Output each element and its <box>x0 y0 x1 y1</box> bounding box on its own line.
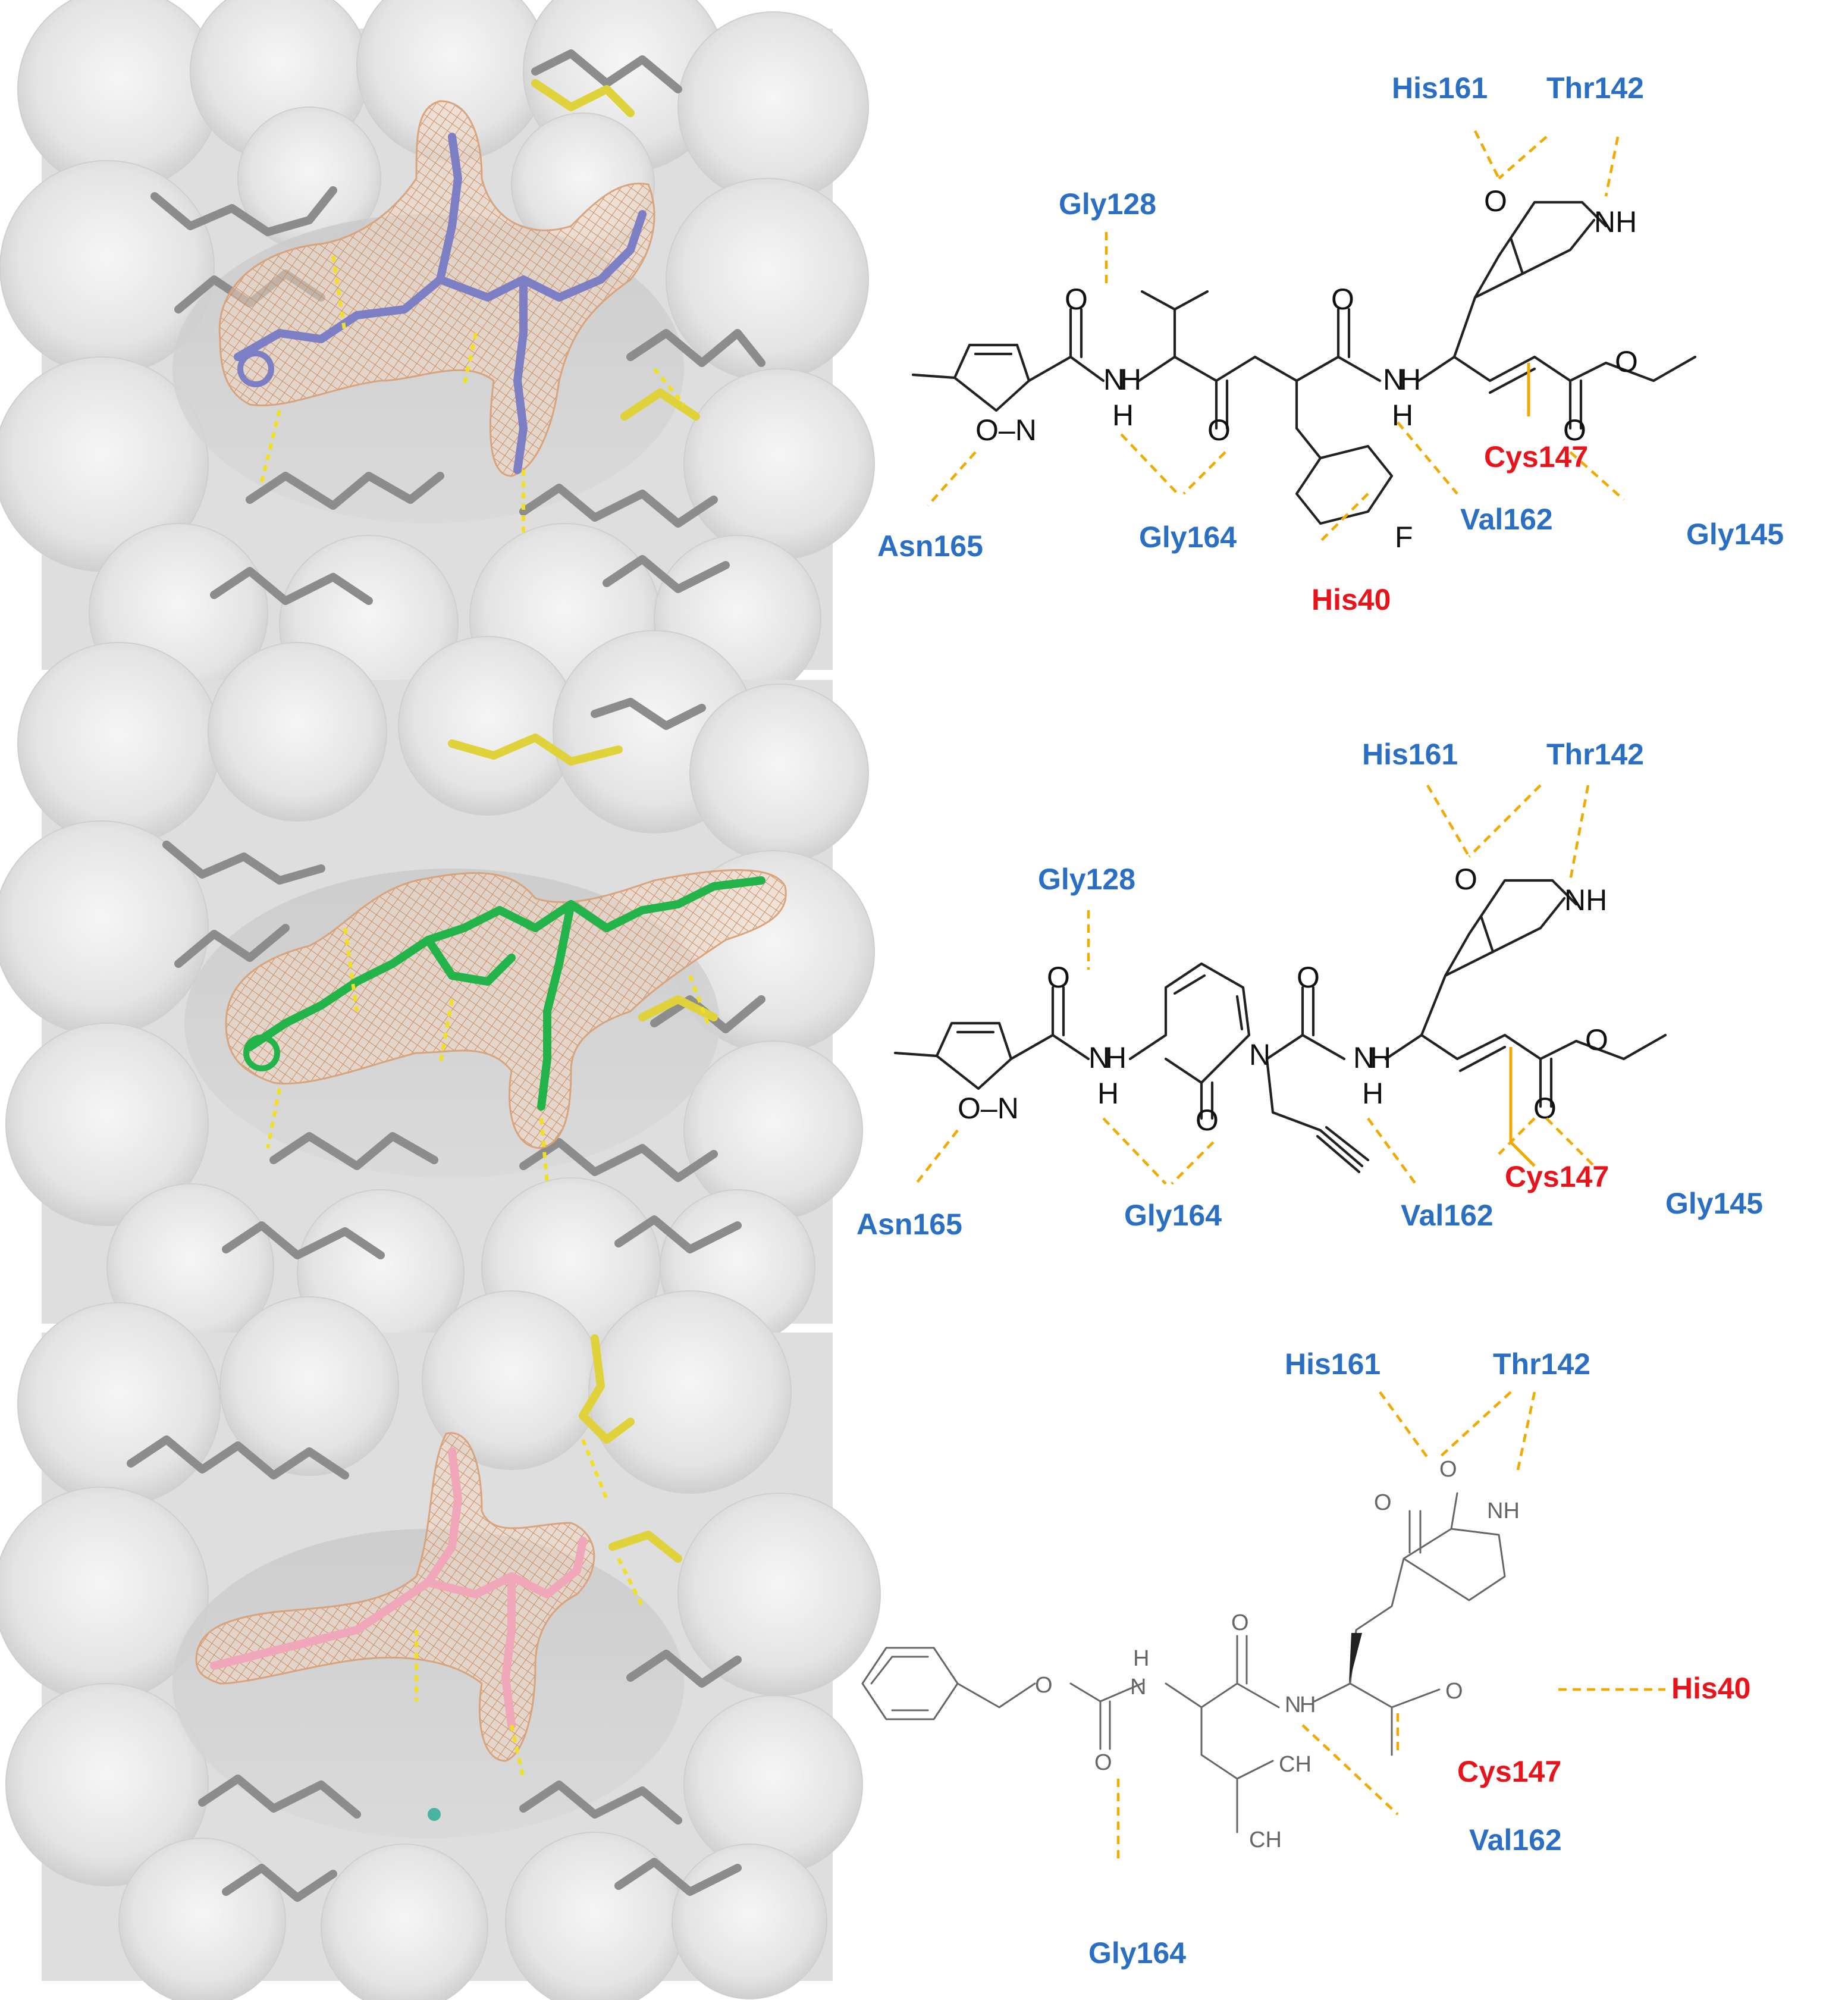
residue-gly164: Gly164 <box>1139 521 1237 554</box>
atom-n: N <box>1088 1041 1110 1074</box>
residue-cys147: Cys147 <box>1457 1755 1561 1788</box>
atom-o: O <box>1585 1023 1608 1057</box>
residue-thr142: Thr142 <box>1546 738 1644 771</box>
residue-val162: Val162 <box>1401 1199 1494 1232</box>
atom-n: N <box>1103 363 1125 396</box>
atom-o: O <box>1454 863 1477 896</box>
atom-n: N <box>1249 1038 1270 1071</box>
atom-o: O <box>1563 413 1586 447</box>
atom-ch3: CH <box>1249 1827 1282 1852</box>
atom-o: O <box>1533 1092 1557 1125</box>
atom-o: O <box>1615 345 1638 378</box>
residue-asn165: Asn165 <box>856 1208 962 1241</box>
atom-o: O <box>1094 1750 1112 1775</box>
ligand-sticks-b <box>243 876 765 1111</box>
residue-gly164: Gly164 <box>1088 1936 1186 1970</box>
residue-his40: His40 <box>1671 1672 1750 1705</box>
residue-gly145: Gly145 <box>1665 1187 1763 1220</box>
atom-f: F <box>1395 521 1413 554</box>
residue-gly128: Gly128 <box>1059 187 1156 221</box>
atom-o: O <box>1035 1673 1053 1698</box>
atom-o-n: O–N <box>975 413 1037 447</box>
atom-o-n: O–N <box>958 1092 1019 1125</box>
atom-n: N <box>1353 1041 1375 1074</box>
atom-o: O <box>1445 1679 1463 1704</box>
residue-gly145: Gly145 <box>1686 518 1784 551</box>
atom-h: H <box>1362 1077 1383 1110</box>
atom-n: N <box>1130 1675 1146 1700</box>
atom-h: H <box>1112 399 1134 432</box>
atom-h: H <box>1400 363 1421 396</box>
residue-gly128: Gly128 <box>1038 863 1135 896</box>
atom-o: O <box>1331 283 1354 316</box>
residue-his161: His161 <box>1285 1347 1380 1381</box>
atom-n: N <box>1383 363 1404 396</box>
atom-o: O <box>1207 413 1231 447</box>
panel-b: B <box>0 630 1763 1357</box>
atom-ch3: CH <box>1279 1752 1312 1777</box>
atom-h: H <box>1120 363 1141 396</box>
atom-o: O <box>1231 1610 1249 1635</box>
residue-val162: Val162 <box>1469 1823 1562 1857</box>
atom-o: O <box>1196 1104 1219 1137</box>
residue-cys147: Cys147 <box>1505 1160 1609 1193</box>
atom-n: N <box>1285 1692 1301 1717</box>
residue-cys147: Cys147 <box>1484 440 1588 474</box>
ligand-sticks-a <box>234 133 647 474</box>
residue-thr142: Thr142 <box>1493 1347 1590 1381</box>
ligand-sticks-c <box>210 1447 587 1729</box>
crystal-structure-c <box>0 1290 881 2000</box>
atom-h: H <box>1133 1646 1149 1671</box>
crystal-structure-a <box>0 0 875 714</box>
atom-nh: NH <box>1487 1499 1520 1523</box>
panel-a: A <box>0 0 1784 714</box>
interaction-scheme-b: O N H H O N O N H H O NH O O O–N <box>856 738 1763 1241</box>
residue-gly164: Gly164 <box>1124 1199 1222 1232</box>
residue-his161: His161 <box>1362 738 1458 771</box>
residue-asn165: Asn165 <box>877 529 983 563</box>
interaction-scheme-c: O N H O O N H O O NH O CH CH His161 Thr1… <box>861 1347 1750 1970</box>
residue-val162: Val162 <box>1460 503 1553 536</box>
atom-h: H <box>1097 1077 1119 1110</box>
atom-h: H <box>1300 1692 1316 1717</box>
residue-thr142: Thr142 <box>1546 71 1644 105</box>
residue-his40: His40 <box>1312 583 1391 616</box>
atom-o: O <box>1297 961 1320 994</box>
atom-o: O <box>1439 1457 1457 1482</box>
interaction-scheme-a: O N H H O O N H H O NH O O F O–N <box>877 71 1784 616</box>
atom-o: O <box>1374 1490 1392 1515</box>
atom-h: H <box>1105 1041 1127 1074</box>
crystal-structure-b <box>0 630 875 1357</box>
atom-o: O <box>1484 184 1507 218</box>
atom-o: O <box>1047 961 1070 994</box>
atom-h: H <box>1370 1041 1391 1074</box>
atom-nh: NH <box>1564 883 1607 917</box>
residue-his161: His161 <box>1392 71 1488 105</box>
panel-c: C <box>0 1290 1750 2000</box>
atom-o: O <box>1065 283 1088 316</box>
atom-nh: NH <box>1594 205 1637 239</box>
